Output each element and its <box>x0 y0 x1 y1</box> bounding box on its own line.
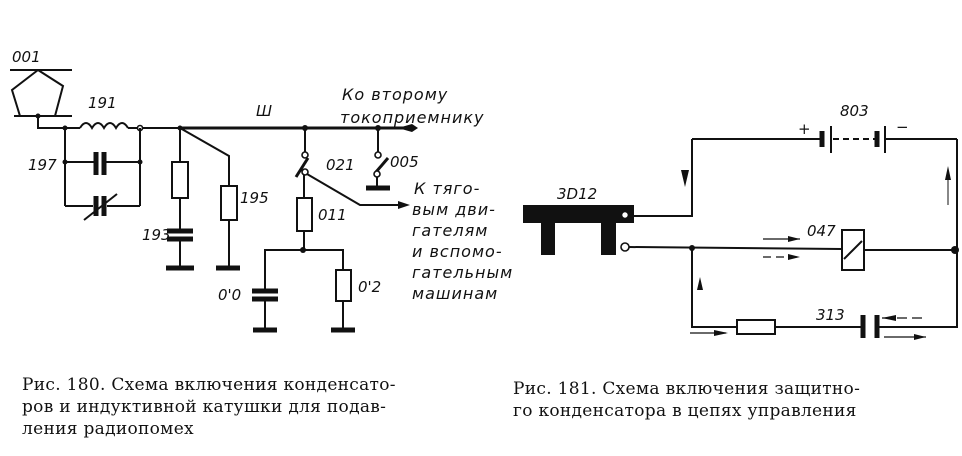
to-motors-line: гательным <box>412 263 513 282</box>
label-005: 005 <box>390 153 419 171</box>
to-motors-line: К тяго- <box>414 179 480 198</box>
caption-line: ров и индуктивной катушки для подав- <box>22 397 387 417</box>
inductor-191 <box>62 122 180 132</box>
switch-005 <box>366 128 390 191</box>
label-to-second-collector-2: токоприемнику <box>340 108 484 127</box>
caption-line: Рис. 180. Схема включения конденсато- <box>22 375 396 395</box>
label-191: 191 <box>88 94 117 112</box>
relay-047 <box>628 229 959 271</box>
label-010: 0'0 <box>218 286 241 304</box>
fuse-011 <box>264 175 344 290</box>
pantograph-001 <box>10 69 72 129</box>
switch-3D12 <box>523 205 634 255</box>
label-197: 197 <box>28 156 57 174</box>
label-313: 313 <box>816 306 845 324</box>
label-047: 047 <box>807 222 836 240</box>
caption-fig-180: Рис. 180. Схема включения конденсато- ро… <box>22 374 396 440</box>
resistor-012 <box>331 269 355 333</box>
caption-line: го конденсатора в цепях управления <box>513 401 857 421</box>
caption-line: Рис. 181. Схема включения защитно- <box>513 379 861 399</box>
label-bus: Ш <box>256 102 272 120</box>
resistor-195 <box>179 127 240 271</box>
battery-minus: − <box>896 118 909 136</box>
to-motors-line: машинам <box>412 284 498 303</box>
caption-line: ления радиопомех <box>22 419 194 439</box>
capacitor-group-197 <box>62 128 143 221</box>
switch-021 <box>294 128 410 209</box>
label-012: 0'2 <box>358 278 381 296</box>
label-021: 021 <box>326 156 355 174</box>
label-3D12: 3D12 <box>557 185 597 203</box>
to-motors-line: вым дви- <box>412 200 496 219</box>
label-to-motors: К тяго- вым дви- гателям и вспомо- гател… <box>412 179 513 303</box>
label-195: 195 <box>240 189 269 207</box>
battery-plus: + <box>798 120 811 138</box>
fuse-capacitor-193 <box>166 128 194 271</box>
label-193: 193 <box>142 226 171 244</box>
to-motors-line: гателям <box>412 221 488 240</box>
to-motors-line: и вспомо- <box>412 242 503 261</box>
label-001: 001 <box>12 48 41 66</box>
label-011: 011 <box>318 206 347 224</box>
figure-181-diagram <box>633 126 958 327</box>
label-803: 803 <box>840 102 869 120</box>
resistor-capacitor-313 <box>690 248 958 340</box>
caption-fig-181: Рис. 181. Схема включения защитно- го ко… <box>513 378 860 422</box>
label-to-second-collector-1: Ко второму <box>342 85 448 104</box>
capacitor-010 <box>252 288 278 333</box>
